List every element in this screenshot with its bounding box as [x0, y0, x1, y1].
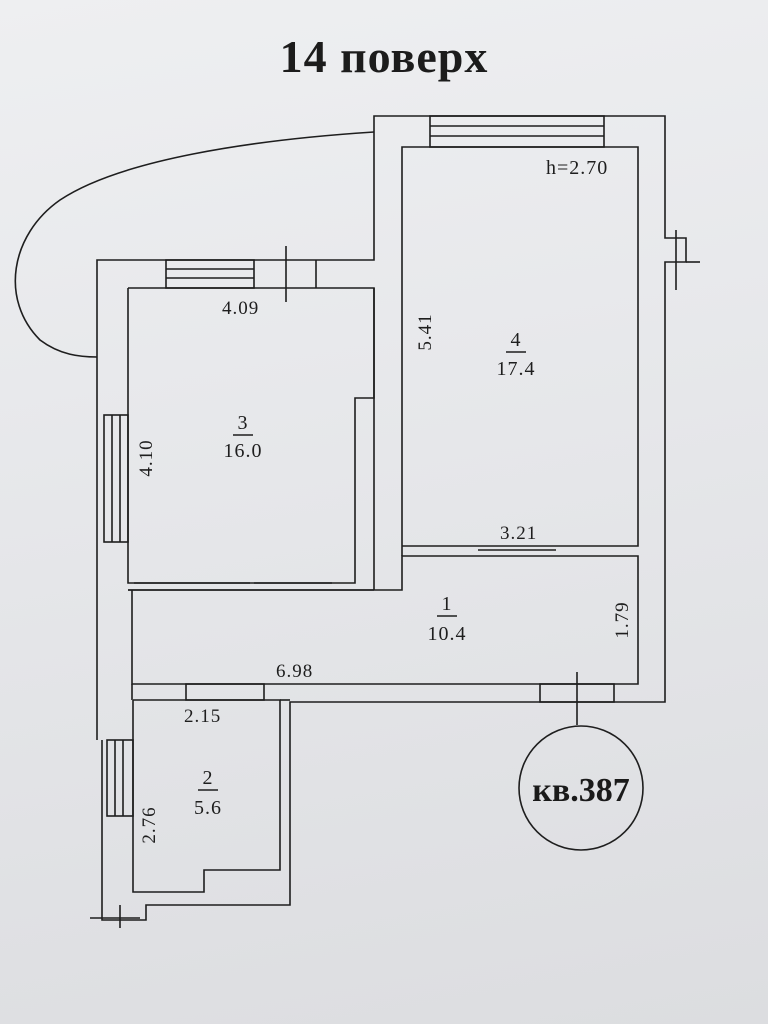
window-left	[103, 414, 129, 543]
dim-room-4-width: 3.21	[500, 523, 537, 544]
dim-room-2-height: 2.76	[139, 806, 160, 843]
dim-room-3-height: 4.10	[136, 439, 157, 476]
room-1-area: 10.4	[428, 623, 467, 645]
dim-room-2-width: 2.15	[184, 706, 221, 727]
dim-room-1-height: 1.79	[612, 601, 633, 638]
room-2-area: 5.6	[194, 797, 222, 819]
balcony-arc	[14, 131, 375, 358]
room-2-number: 2	[203, 767, 214, 789]
window-room-4	[429, 115, 605, 148]
apartment-marker	[518, 725, 644, 851]
window-room-3	[165, 259, 255, 289]
room-1-walls	[128, 555, 639, 685]
dim-room-1-width: 6.98	[276, 661, 313, 682]
room-3-area: 16.0	[224, 440, 263, 462]
room-1-number: 1	[442, 593, 453, 615]
room-3-number: 3	[238, 412, 249, 434]
dim-room-3-width: 4.09	[222, 298, 259, 319]
room-2-walls	[132, 699, 281, 893]
floor-title: 14 поверх	[279, 31, 489, 82]
apartment-number: кв.387	[532, 772, 629, 809]
room-4-number: 4	[511, 329, 522, 351]
dim-room-4-height: 5.41	[415, 313, 436, 350]
room-4-walls	[401, 146, 639, 547]
window-room-2	[106, 739, 134, 817]
ceiling-height: h=2.70	[546, 157, 608, 179]
room-4-area: 17.4	[497, 358, 536, 380]
